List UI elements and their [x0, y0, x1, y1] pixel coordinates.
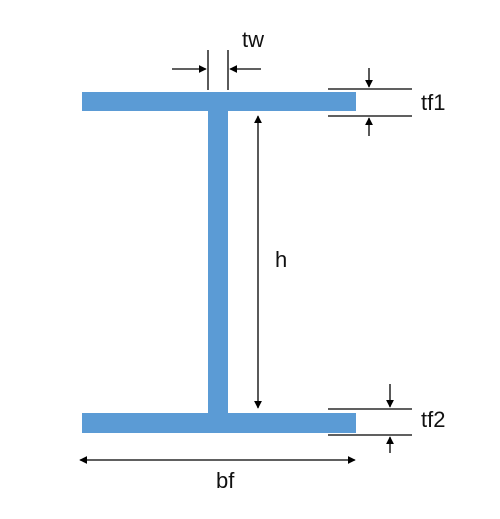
tf2-label: tf2: [421, 407, 445, 432]
h-label: h: [275, 247, 287, 272]
bf-label: bf: [216, 468, 235, 493]
i-beam-section: [82, 92, 356, 433]
bottom-flange: [82, 413, 356, 433]
tw-label: tw: [242, 27, 264, 52]
top-flange: [82, 92, 356, 111]
web: [208, 111, 228, 413]
tf1-label: tf1: [421, 90, 445, 115]
bottom-flange-thickness-dimension: [328, 384, 412, 453]
top-flange-thickness-dimension: [328, 68, 412, 136]
web-thickness-dimension: [172, 50, 261, 90]
